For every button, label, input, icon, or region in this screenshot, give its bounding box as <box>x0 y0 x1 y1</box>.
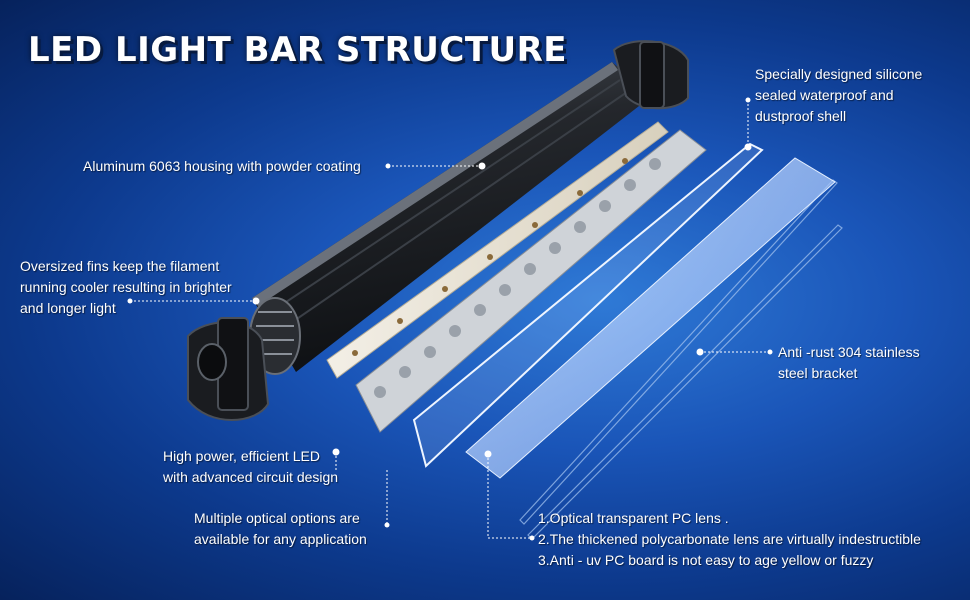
lens-callout-line: 2.The thickened polycarbonate lens are v… <box>538 531 921 547</box>
callout-leaders <box>130 100 770 539</box>
shell-callout-line: Specially designed silicone <box>755 66 923 82</box>
aluminum-housing <box>249 62 652 375</box>
bracket-callout-line: steel bracket <box>778 365 858 381</box>
led-callout-line: High power, efficient LED <box>163 448 320 464</box>
led-callout-line: with advanced circuit design <box>163 469 339 485</box>
callout-dots <box>127 97 773 541</box>
shell-callout: Specially designed silicone sealed water… <box>755 64 922 127</box>
fins-callout-line: and longer light <box>20 300 116 316</box>
optical-callout-line: available for any application <box>194 531 367 547</box>
fins-callout-line: Oversized fins keep the filament <box>20 258 220 274</box>
page-title: LED LIGHT BAR STRUCTURE <box>28 30 568 70</box>
led-reflector-strip <box>355 129 707 433</box>
led-circuit-board <box>326 121 669 379</box>
end-cap-right <box>612 40 689 110</box>
fins-callout-line: running cooler resulting in brighter <box>20 279 232 295</box>
optical-callout: Multiple optical options are available f… <box>194 508 367 550</box>
silicone-shell <box>412 142 764 468</box>
end-cap-left <box>187 317 270 421</box>
housing-callout-line: Aluminum 6063 housing with powder coatin… <box>83 158 361 174</box>
pc-lens <box>465 157 836 479</box>
fins-callout: Oversized fins keep the filament running… <box>20 256 232 319</box>
led-callout: High power, efficient LED with advanced … <box>163 446 338 488</box>
housing-callout: Aluminum 6063 housing with powder coatin… <box>83 156 361 177</box>
lens-callout-line: 1.Optical transparent PC lens . <box>538 510 729 526</box>
bracket-callout: Anti -rust 304 stainless steel bracket <box>778 342 920 384</box>
bracket-callout-line: Anti -rust 304 stainless <box>778 344 920 360</box>
lens-callout-line: 3.Anti - uv PC board is not easy to age … <box>538 552 874 568</box>
shell-callout-line: dustproof shell <box>755 108 847 124</box>
optical-callout-line: Multiple optical options are <box>194 510 360 526</box>
lens-callout: 1.Optical transparent PC lens . 2.The th… <box>538 508 921 571</box>
shell-callout-line: sealed waterproof and <box>755 87 894 103</box>
